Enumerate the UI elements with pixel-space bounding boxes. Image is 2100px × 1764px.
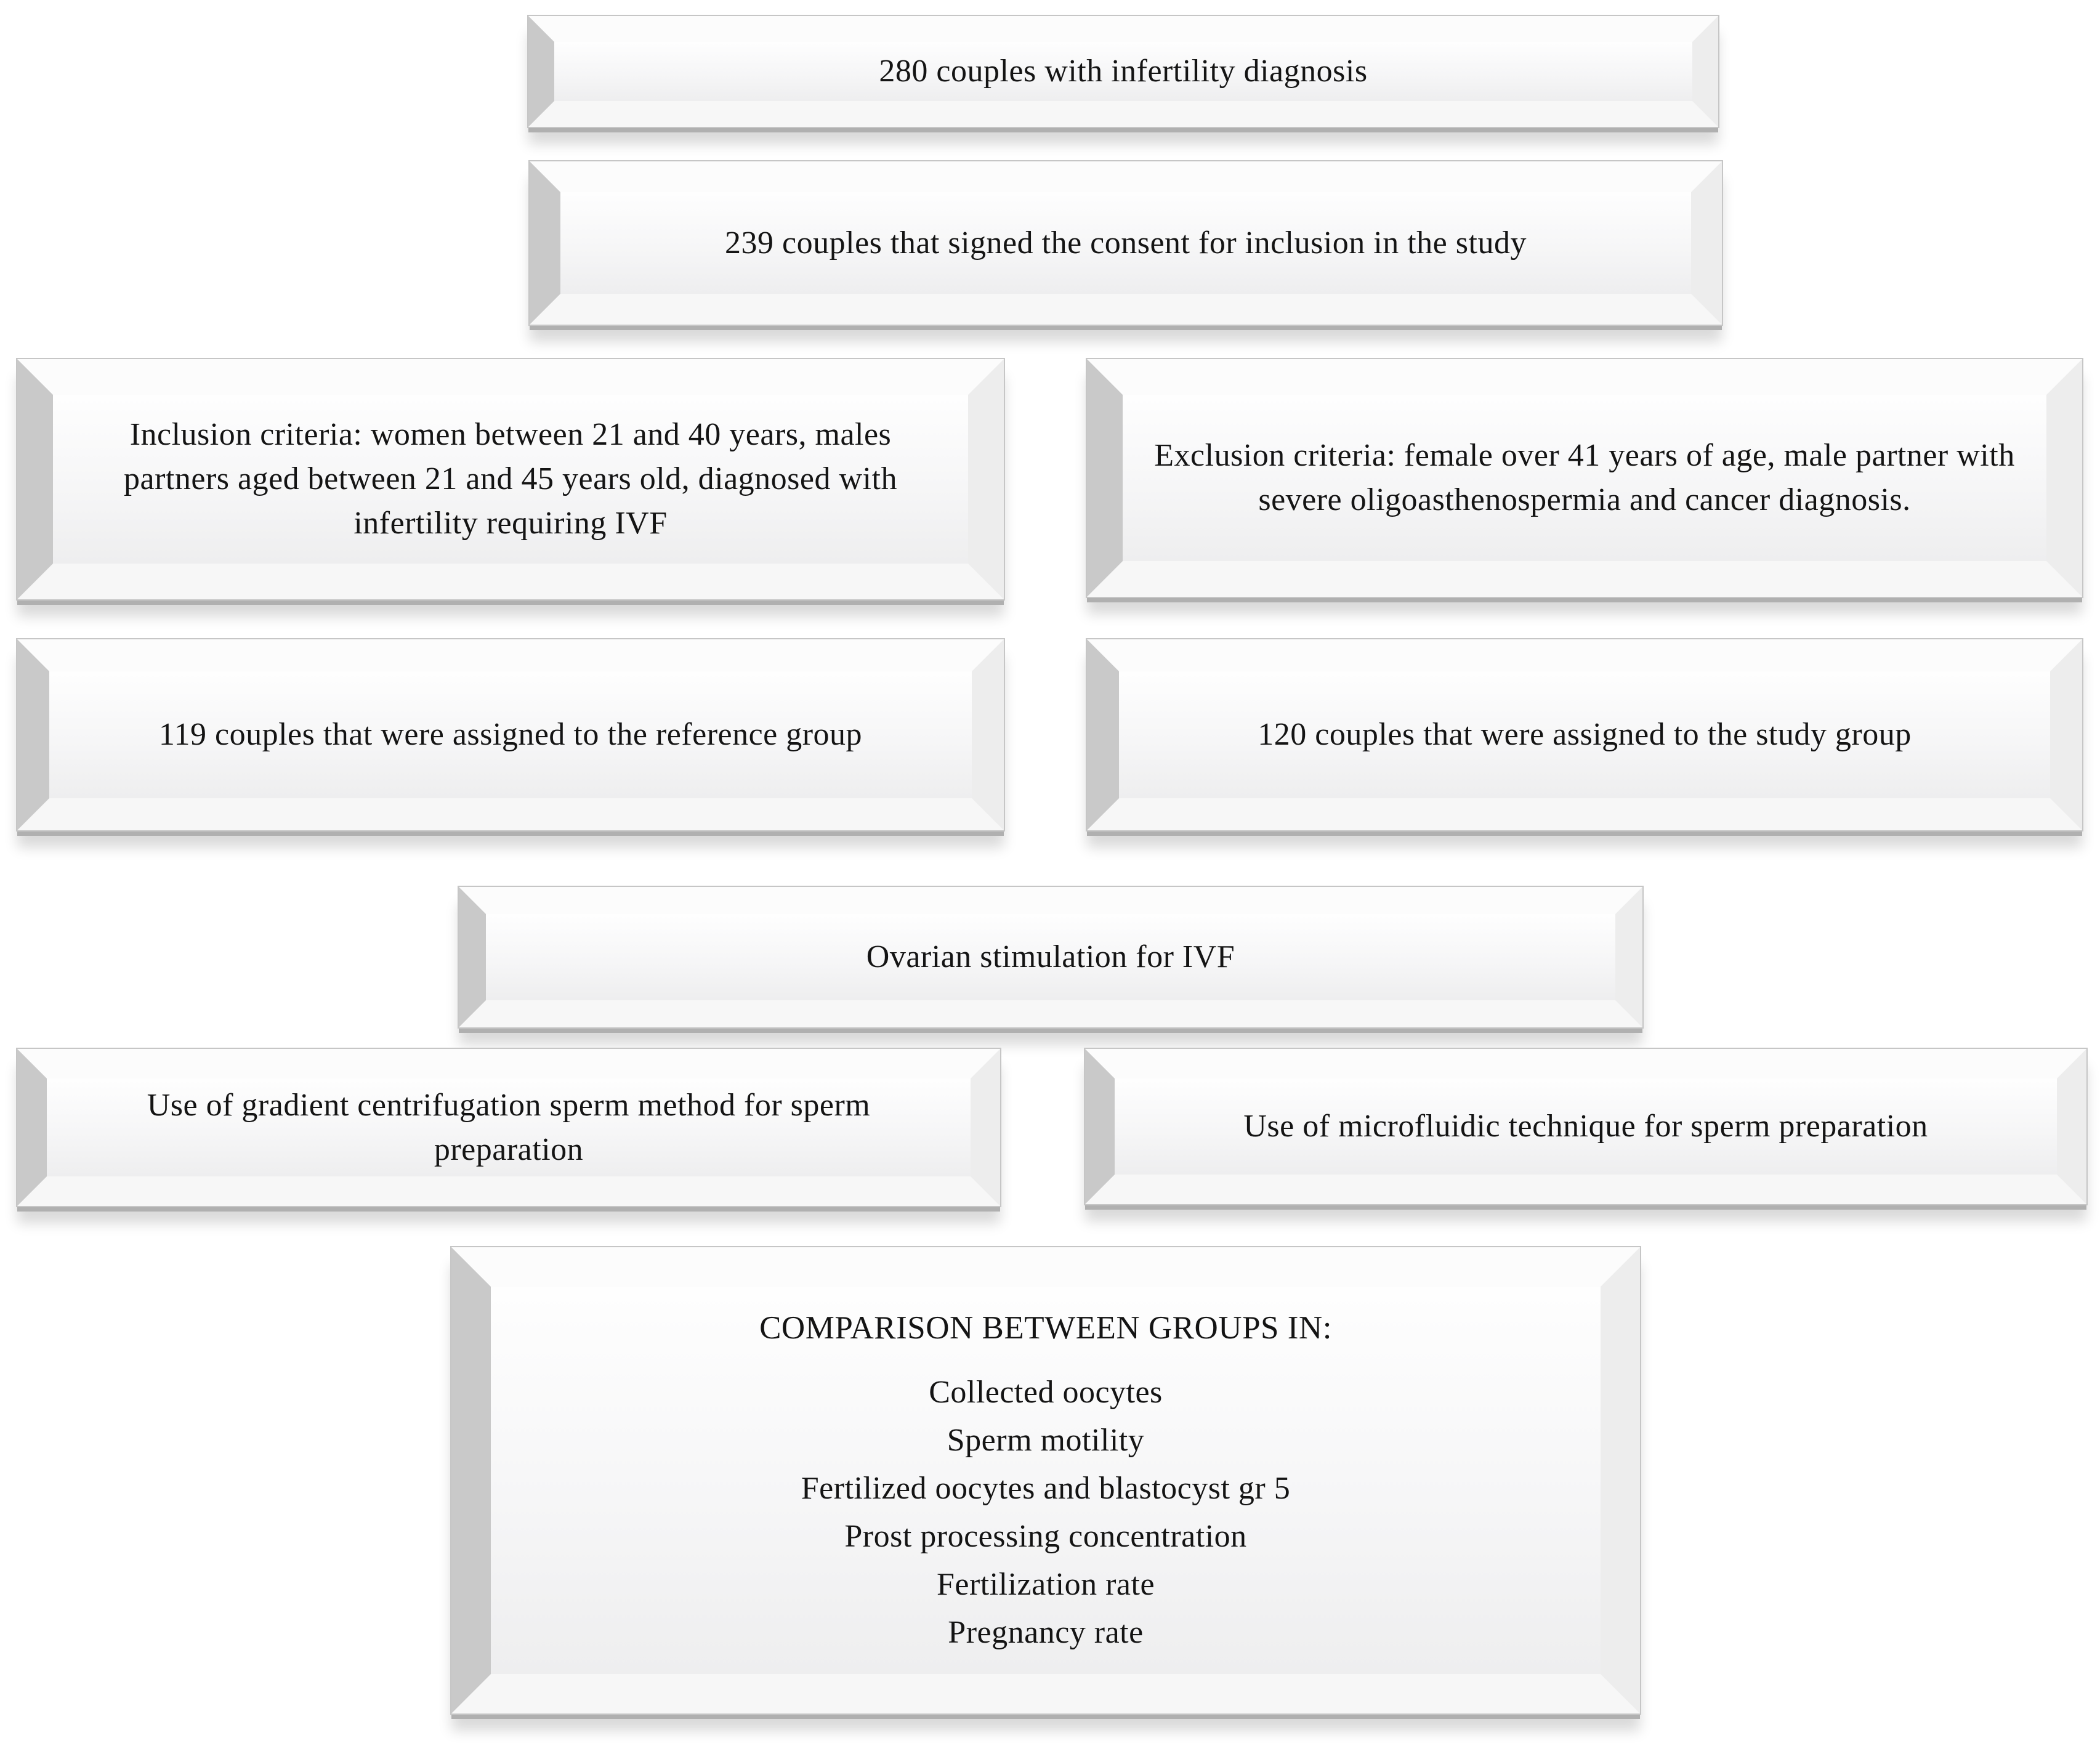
box-gradient-centrifugation-text: Use of gradient centrifugation sperm met…	[147, 1087, 871, 1167]
box-study-group: 120 couples that were assigned to the st…	[1086, 638, 2083, 831]
comparison-item-sperm-motility: Sperm motility	[947, 1423, 1145, 1459]
box-total-couples: 280 couples with infertility diagnosis	[527, 15, 1719, 128]
box-reference-group: 119 couples that were assigned to the re…	[16, 638, 1005, 831]
box-consented-couples: 239 couples that signed the consent for …	[528, 160, 1723, 326]
box-microfluidic-technique-text: Use of microfluidic technique for sperm …	[1243, 1109, 1928, 1144]
box-exclusion-criteria: Exclusion criteria: female over 41 years…	[1086, 358, 2083, 598]
box-comparison-content: COMPARISON BETWEEN GROUPS IN: Collected …	[759, 1304, 1332, 1657]
comparison-item-fertilization-rate: Fertilization rate	[936, 1567, 1155, 1603]
box-ovarian-stimulation: Ovarian stimulation for IVF	[458, 886, 1644, 1029]
box-total-couples-text: 280 couples with infertility diagnosis	[879, 54, 1368, 89]
box-consented-couples-text: 239 couples that signed the consent for …	[725, 225, 1527, 261]
box-reference-group-text: 119 couples that were assigned to the re…	[158, 717, 863, 753]
box-ovarian-stimulation-text: Ovarian stimulation for IVF	[866, 939, 1235, 975]
box-study-group-text: 120 couples that were assigned to the st…	[1258, 717, 1912, 753]
comparison-item-pregnancy-rate: Pregnancy rate	[948, 1615, 1144, 1651]
comparison-item-collected-oocytes: Collected oocytes	[929, 1375, 1163, 1410]
comparison-item-fertilized-oocytes: Fertilized oocytes and blastocyst gr 5	[801, 1471, 1291, 1507]
box-comparison: COMPARISON BETWEEN GROUPS IN: Collected …	[450, 1246, 1641, 1715]
box-microfluidic-technique: Use of microfluidic technique for sperm …	[1084, 1048, 2088, 1205]
comparison-item-prost-processing: Prost processing concentration	[844, 1519, 1247, 1555]
box-inclusion-criteria: Inclusion criteria: women between 21 and…	[16, 358, 1005, 601]
box-exclusion-criteria-text: Exclusion criteria: female over 41 years…	[1154, 438, 2015, 517]
box-inclusion-criteria-text: Inclusion criteria: women between 21 and…	[124, 417, 897, 541]
box-gradient-centrifugation: Use of gradient centrifugation sperm met…	[16, 1048, 1001, 1207]
comparison-title: COMPARISON BETWEEN GROUPS IN:	[759, 1309, 1332, 1346]
